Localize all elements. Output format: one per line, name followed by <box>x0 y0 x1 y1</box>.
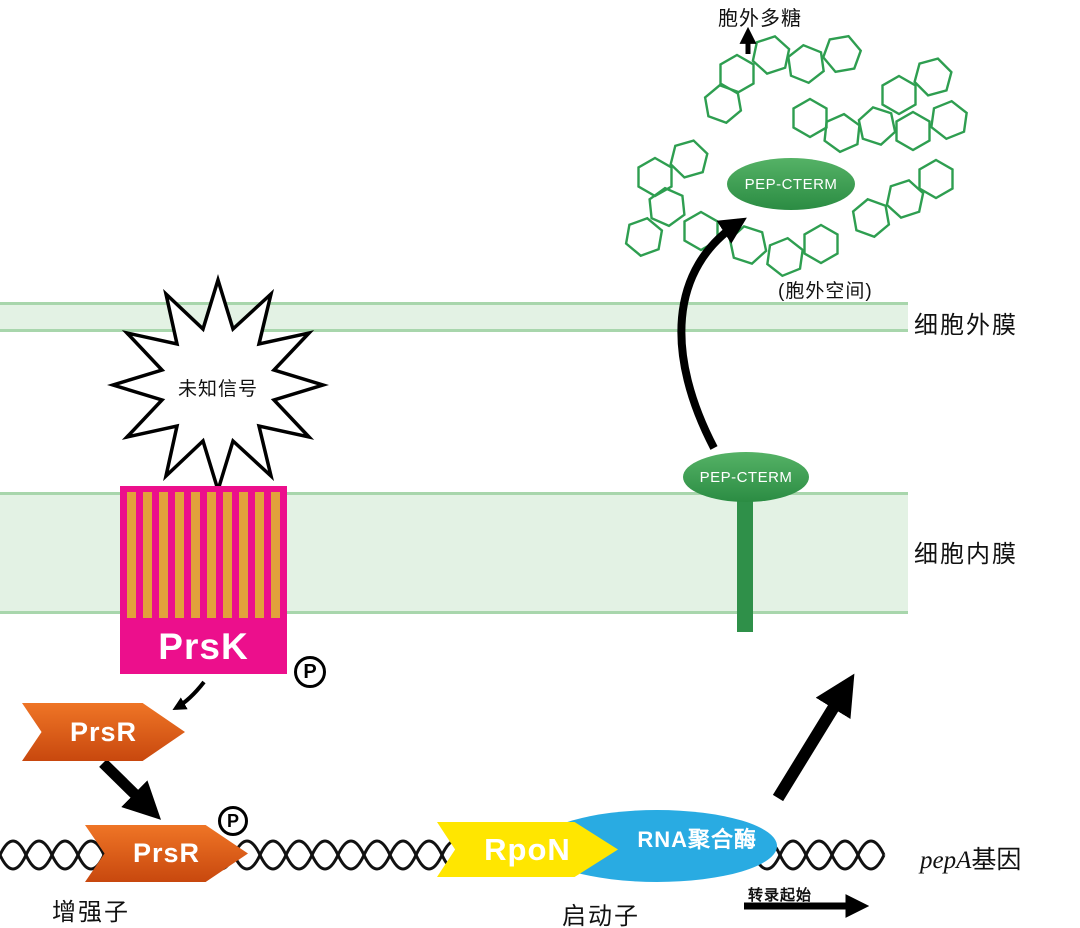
pepa-gene-label: pepA基因 <box>920 840 1021 876</box>
prsk-phosphate-label: P <box>303 660 317 683</box>
pep-cterm-secreted-label: PEP-CTERM <box>744 175 838 193</box>
pepa-gene-suffix: 基因 <box>971 846 1022 874</box>
pep-cterm-anchor-stalk <box>737 498 753 632</box>
prsk-transmembrane-helices <box>127 492 280 618</box>
pepcterm-export-arrow <box>677 217 747 450</box>
pep-cterm-membrane-badge: PEP-CTERM <box>683 452 809 502</box>
prsk-label: PrsK <box>158 626 249 667</box>
prsr-regulator: PrsR <box>22 703 185 761</box>
prsk-kinase-box: PrsK <box>120 486 287 674</box>
inner-membrane-label: 细胞内膜 <box>914 541 1018 568</box>
exopolysaccharide-label: 胞外多糖 <box>718 8 802 30</box>
prsr-phosphate-badge: P <box>218 806 248 836</box>
pep-cterm-membrane-label: PEP-CTERM <box>699 468 793 486</box>
pepa-gene-name: pepA <box>920 847 972 874</box>
prsr-to-dna-arrow <box>99 759 162 820</box>
transcription-start-label: 转录起始 <box>748 887 813 904</box>
prsr-phosphate-label: P <box>226 810 239 831</box>
prsk-to-prsr-arrow <box>172 680 206 711</box>
prsk-phosphate-badge: P <box>294 656 326 688</box>
prsr-dna-bound-label: PrsR <box>132 838 201 868</box>
pep-cterm-secreted-badge: PEP-CTERM <box>727 158 855 210</box>
enhancer-label: 增强子 <box>52 899 130 926</box>
rpon-sigma-factor: RpoN <box>437 822 618 877</box>
rna-polymerase-label: RNA聚合酶 <box>637 827 757 852</box>
translation-to-membrane-arrow <box>772 673 855 802</box>
extracellular-space-label: (胞外空间) <box>778 281 873 302</box>
polysaccharide-network-icon <box>623 29 970 280</box>
unknown-signal-label: 未知信号 <box>177 379 258 400</box>
rpon-label: RpoN <box>484 831 571 867</box>
prsr-dna-bound: PrsR <box>85 825 248 882</box>
promoter-label: 启动子 <box>562 903 640 928</box>
outer-membrane-band <box>0 302 908 332</box>
outer-membrane-label: 细胞外膜 <box>914 312 1018 339</box>
prsr-label: PrsR <box>69 716 138 747</box>
